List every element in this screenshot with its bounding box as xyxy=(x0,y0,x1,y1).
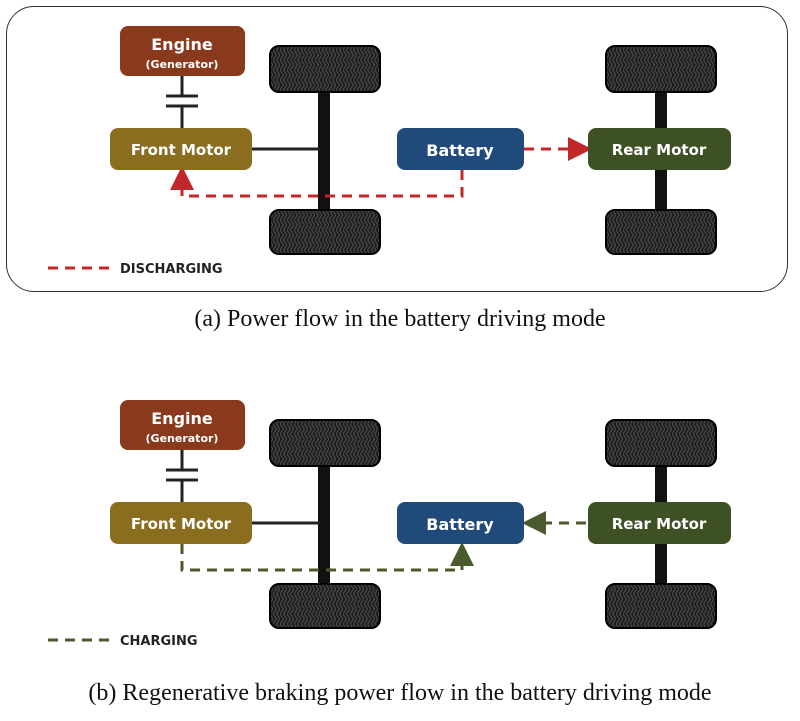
rear-top-tire-icon xyxy=(605,419,717,467)
battery-to-front-flow xyxy=(170,166,464,198)
svg-text:(Generator): (Generator) xyxy=(146,58,219,71)
front-axle xyxy=(318,462,330,588)
charging-legend-label: CHARGING xyxy=(120,634,198,649)
svg-text:Front Motor: Front Motor xyxy=(131,515,232,533)
battery-box: Battery xyxy=(397,128,524,170)
engine-box: Engine (Generator) xyxy=(120,26,245,76)
svg-text:Engine: Engine xyxy=(151,409,213,428)
front-bottom-tire-icon xyxy=(269,209,381,255)
rear-motor-box: Rear Motor xyxy=(588,128,731,170)
rear-bottom-tire-icon xyxy=(605,209,717,255)
front-bottom-tire-icon xyxy=(269,583,381,629)
svg-text:Engine: Engine xyxy=(151,35,213,54)
caption-a: (a) Power flow in the battery driving mo… xyxy=(194,306,606,332)
svg-text:Front Motor: Front Motor xyxy=(131,141,232,159)
battery-box: Battery xyxy=(397,502,524,544)
svg-text:Rear Motor: Rear Motor xyxy=(612,141,707,159)
panel-a-diagram: Engine (Generator) Front Motor Battery R… xyxy=(48,26,731,277)
rear-top-tire-icon xyxy=(605,45,717,93)
rear-motor-box: Rear Motor xyxy=(588,502,731,544)
svg-text:Rear Motor: Rear Motor xyxy=(612,515,707,533)
front-top-tire-icon xyxy=(269,419,381,467)
front-motor-box: Front Motor xyxy=(110,128,252,170)
front-axle xyxy=(318,88,330,214)
panel-b-diagram: Engine (Generator) Front Motor Battery R… xyxy=(48,400,731,649)
front-to-battery-flow xyxy=(180,542,474,572)
svg-text:Battery: Battery xyxy=(426,515,494,534)
front-top-tire-icon xyxy=(269,45,381,93)
discharging-legend-label: DISCHARGING xyxy=(120,262,223,277)
engine-box: Engine (Generator) xyxy=(120,400,245,450)
svg-text:Battery: Battery xyxy=(426,141,494,160)
rear-bottom-tire-icon xyxy=(605,583,717,629)
caption-b: (b) Regenerative braking power flow in t… xyxy=(88,680,712,706)
front-motor-box: Front Motor xyxy=(110,502,252,544)
svg-text:(Generator): (Generator) xyxy=(146,432,219,445)
